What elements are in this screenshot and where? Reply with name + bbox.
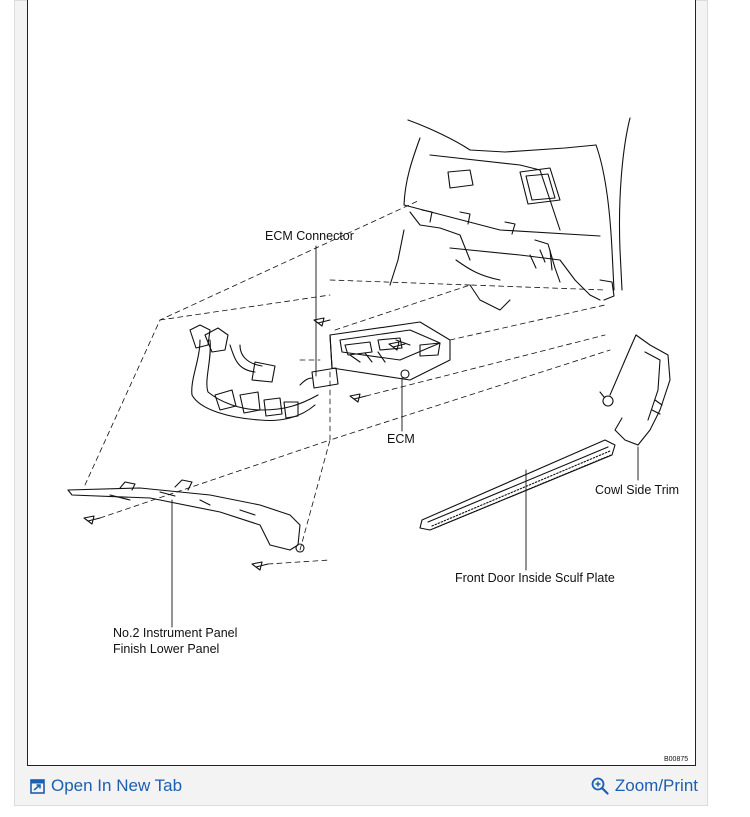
zoom-print-label: Zoom/Print [614,776,698,795]
leader-lines [171,245,639,628]
label-sculf-plate: Front Door Inside Sculf Plate [455,571,615,585]
label-panel-line1: No.2 Instrument Panel [113,626,237,640]
lower-panel-drawing [67,479,305,553]
open-in-new-tab-label: Open In New Tab [51,776,183,795]
harness-drawing [189,324,339,422]
cowl-side-trim-drawing [599,334,671,446]
screws [83,317,406,571]
ecm-drawing [329,321,451,381]
label-ecm-connector: ECM Connector [265,229,354,243]
label-panel-line2: Finish Lower Panel [113,642,219,656]
figure-code: B00875 [664,756,688,763]
sculf-plate-drawing [419,439,616,531]
zoom-in-icon [591,777,609,795]
label-ecm: ECM [387,432,415,446]
dashboard-drawing [389,117,631,311]
zoom-print-link[interactable]: Zoom/Print [591,776,698,796]
label-cowl-side-trim: Cowl Side Trim [595,483,679,497]
dashed-guides [84,199,611,565]
diagram-frame [27,0,696,766]
open-in-new-tab-link[interactable]: Open In New Tab [30,776,182,796]
open-new-tab-icon [30,778,45,794]
